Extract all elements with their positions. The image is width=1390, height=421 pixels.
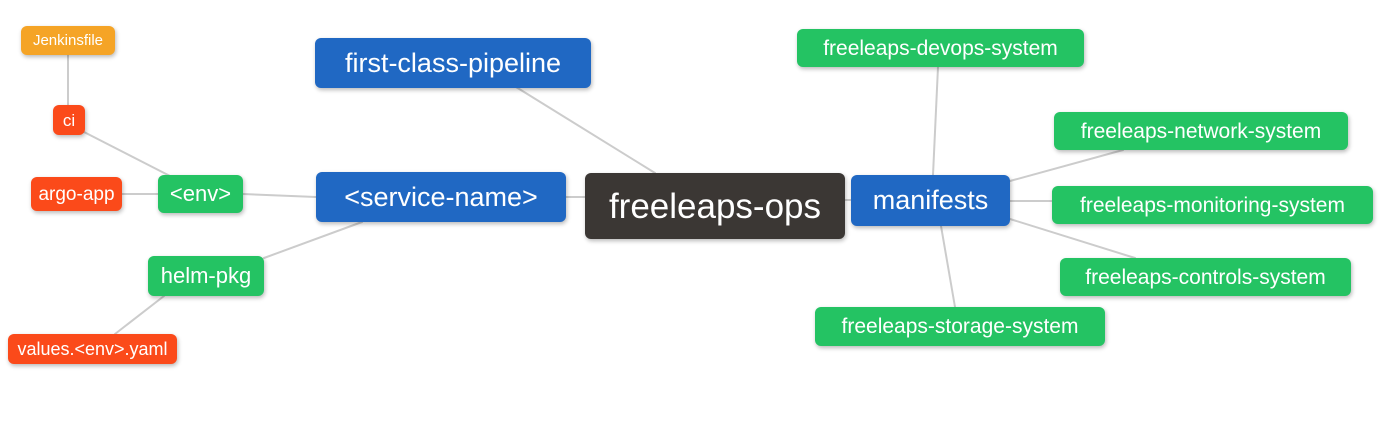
node-values-env-yaml[interactable]: values.<env>.yaml xyxy=(8,334,177,364)
edge-first-class-pipeline--freeleaps-ops xyxy=(515,86,656,174)
node-service-name[interactable]: <service-name> xyxy=(316,172,566,222)
edge-env--service-name xyxy=(242,193,317,198)
node-first-class-pipeline[interactable]: first-class-pipeline xyxy=(315,38,591,88)
node-freeleaps-controls-system[interactable]: freeleaps-controls-system xyxy=(1060,258,1351,296)
edge-service-name--helm-pkg xyxy=(263,221,363,259)
edge-ci--env xyxy=(83,131,171,177)
node-helm-pkg[interactable]: helm-pkg xyxy=(148,256,264,296)
edge-manifests--freeleaps-storage-system xyxy=(940,225,956,308)
node-ci[interactable]: ci xyxy=(53,105,85,135)
edge-helm-pkg--values-env-yaml xyxy=(114,295,165,335)
edge-manifests--freeleaps-devops-system xyxy=(932,66,939,176)
node-argo-app[interactable]: argo-app xyxy=(31,177,122,211)
node-freeleaps-storage-system[interactable]: freeleaps-storage-system xyxy=(815,307,1105,346)
edge-manifests--freeleaps-controls-system xyxy=(1009,218,1136,259)
node-freeleaps-network-system[interactable]: freeleaps-network-system xyxy=(1054,112,1348,150)
node-env[interactable]: <env> xyxy=(158,175,243,213)
edge-manifests--freeleaps-network-system xyxy=(1009,149,1124,182)
node-freeleaps-devops-system[interactable]: freeleaps-devops-system xyxy=(797,29,1084,67)
node-jenkinsfile[interactable]: Jenkinsfile xyxy=(21,26,115,55)
node-freeleaps-ops[interactable]: freeleaps-ops xyxy=(585,173,845,239)
node-freeleaps-monitoring-system[interactable]: freeleaps-monitoring-system xyxy=(1052,186,1373,224)
node-manifests[interactable]: manifests xyxy=(851,175,1010,226)
